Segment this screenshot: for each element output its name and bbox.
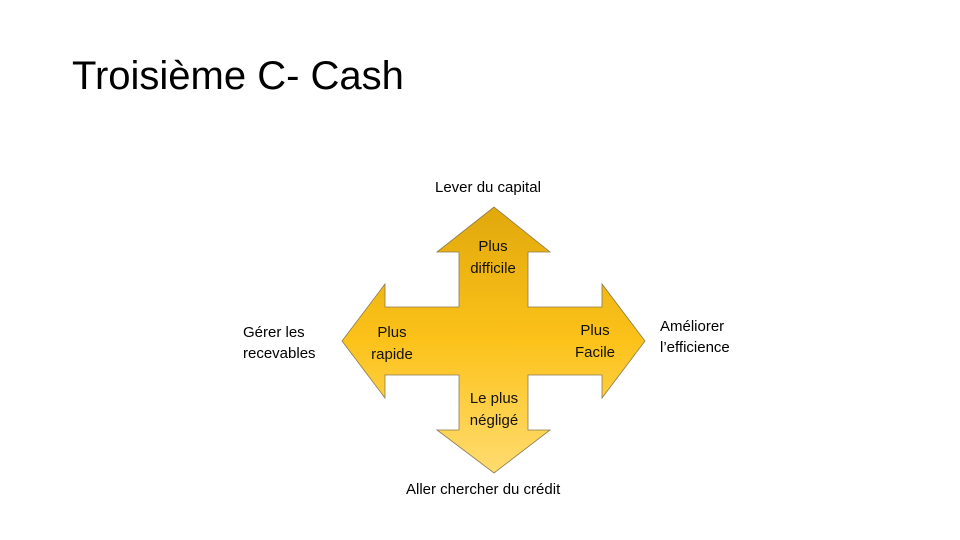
arrow-text-left: Plus rapide <box>362 322 422 366</box>
arrow-text-up: Plus difficile <box>452 236 534 280</box>
arrow-text-down: Le plus négligé <box>455 388 533 432</box>
up-line1: Plus <box>478 238 508 255</box>
slide-title: Troisième C- Cash <box>72 54 404 98</box>
label-right-2: l’efficience <box>660 339 730 356</box>
down-line2: négligé <box>469 412 519 429</box>
up-line2: difficile <box>470 260 516 277</box>
label-top: Lever du capital <box>435 179 541 196</box>
left-line2: rapide <box>371 346 413 363</box>
right-line2: Facile <box>574 344 615 361</box>
left-line1: Plus <box>377 324 407 341</box>
label-left-1: Gérer les <box>243 324 305 341</box>
quad-arrow-shape <box>341 206 646 474</box>
label-right-1: Améliorer <box>660 318 725 335</box>
label-bottom: Aller chercher du crédit <box>406 481 561 498</box>
right-line1: Plus <box>580 322 610 339</box>
arrow-text-right: Plus Facile <box>565 320 625 364</box>
down-line1: Le plus <box>469 390 519 407</box>
label-left-2: recevables <box>243 345 316 362</box>
